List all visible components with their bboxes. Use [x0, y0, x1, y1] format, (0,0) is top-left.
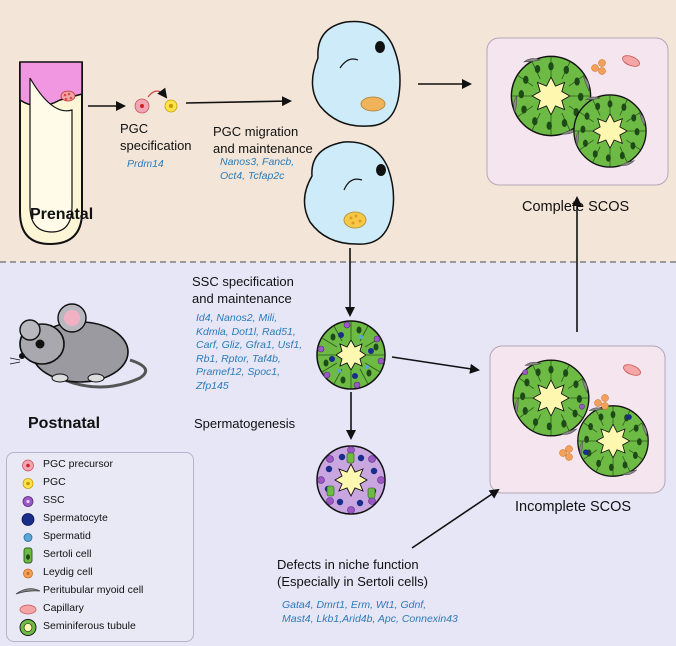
legend-item: Sertoli cell: [7, 547, 193, 564]
legend-label: PGC: [43, 476, 66, 488]
legend-label: Capillary: [43, 602, 84, 614]
peritubular-myoid-cell-icon: [15, 588, 41, 595]
pgc-migration-title: PGC migration and maintenance: [213, 124, 313, 156]
embryo-early-illustration: [311, 20, 401, 127]
niche-defects-title: Defects in niche function (Especially in…: [277, 557, 428, 589]
legend-item: Spermatocyte: [7, 511, 193, 528]
legend-label: Sertoli cell: [43, 548, 92, 560]
niche-defects-genes: Gata4, Dmrt1, Erm, Wt1, Gdnf, Mast4, Lkb…: [282, 599, 458, 625]
legend-label: SSC: [43, 494, 65, 506]
legend-label: Seminiferous tubule: [43, 620, 136, 632]
legend-item: PGC precursor: [7, 457, 193, 474]
legend-label: Leydig cell: [43, 566, 93, 578]
legend: PGC precursor PGC SSC Spermatocyte Sperm…: [6, 452, 194, 642]
incomplete-scos-label: Incomplete SCOS: [515, 499, 632, 515]
prenatal-label: Prenatal: [30, 206, 94, 223]
pgc-precursor-icon: [22, 459, 34, 472]
pgc-icon: [22, 478, 34, 489]
legend-label: Spermatid: [43, 530, 91, 542]
complete-scos-label: Complete SCOS: [522, 199, 630, 215]
embryo-epiblast-illustration: [19, 61, 83, 246]
germ-cell-tubule: [316, 445, 386, 515]
pgc-specification-genes: Prdm14: [127, 158, 164, 170]
legend-item: Spermatid: [7, 529, 193, 546]
legend-label: Spermatocyte: [43, 512, 108, 524]
legend-label: PGC precursor: [43, 458, 114, 470]
spermatocyte-icon: [21, 513, 35, 526]
pgc-specification-title: PGC specification: [120, 121, 192, 153]
flow-arrows: [88, 79, 582, 549]
legend-item: Seminiferous tubule: [7, 619, 193, 636]
pgc-specification-cells: [134, 87, 178, 114]
legend-item: PGC: [7, 475, 193, 492]
spermatogenesis-title: Spermatogenesis: [194, 416, 296, 431]
legend-label: Peritubular myoid cell: [43, 584, 144, 596]
legend-item: Leydig cell: [7, 565, 193, 582]
mouse-illustration: [9, 303, 148, 389]
legend-item: SSC: [7, 493, 193, 510]
embryo-late-illustration: [303, 141, 395, 245]
incomplete-scos-box: [489, 345, 666, 494]
sertoli-cell-icon: [23, 547, 33, 564]
pgc-migration-genes: Nanos3, Fancb, Oct4, Tcfap2c: [220, 156, 295, 182]
ssc-specification-genes: Id4, Nanos2, Mili, Kdmla, Dot1l, Rad51, …: [196, 312, 303, 392]
normal-tubule: [316, 320, 386, 390]
legend-item: Peritubular myoid cell: [7, 583, 193, 600]
capillary-icon: [19, 604, 37, 615]
postnatal-label: Postnatal: [28, 415, 101, 432]
legend-item: Capillary: [7, 601, 193, 618]
seminiferous-tubule-icon: [19, 619, 37, 636]
stage-divider: [0, 261, 676, 263]
complete-scos-box: [486, 37, 669, 186]
spermatid-icon: [23, 533, 33, 542]
ssc-icon: [22, 496, 34, 507]
leydig-cell-icon: [23, 568, 33, 579]
ssc-specification-title: SSC specification and maintenance: [192, 274, 294, 306]
